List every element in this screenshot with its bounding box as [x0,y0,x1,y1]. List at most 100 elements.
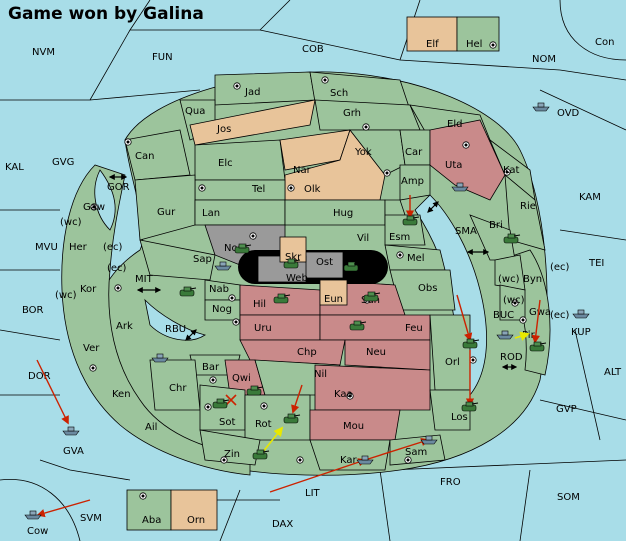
svg-text:(ec): (ec) [550,310,570,321]
svg-text:Kor: Kor [80,284,97,295]
label-nom: NOM [532,54,556,65]
svg-text:Amp: Amp [401,176,424,187]
svg-text:Bar: Bar [202,362,220,373]
svg-text:Eun: Eun [324,294,343,305]
label-ovd: OVD [557,108,580,119]
label-cob: COB [302,44,324,55]
svg-text:(wc): (wc) [60,217,82,228]
svg-text:Ver: Ver [83,343,100,354]
svg-text:Her: Her [69,242,88,253]
land-provinces [124,71,546,471]
svg-text:Hil: Hil [253,299,266,310]
svg-text:Qua: Qua [185,106,205,117]
label-fro: FRO [440,477,461,488]
label-fun: FUN [152,52,173,63]
svg-text:Gur: Gur [157,207,176,218]
eun-box [319,279,348,306]
label-bor: BOR [22,305,44,316]
label-nvm: NVM [32,47,55,58]
svg-text:Nor: Nor [224,243,243,254]
svg-text:Aba: Aba [142,515,161,526]
svg-text:(ec): (ec) [103,242,123,253]
svg-text:Nog: Nog [212,304,232,315]
svg-text:Grh: Grh [343,108,361,119]
label-gor: GOR [107,182,130,193]
label-lit: LIT [305,488,321,499]
svg-text:Can: Can [135,151,154,162]
svg-text:Sap: Sap [193,254,212,265]
game-title: Game won by Galina [8,4,204,24]
svg-text:Rie: Rie [520,201,536,212]
label-kup: KUP [571,327,591,338]
svg-text:Skr: Skr [285,252,302,263]
svg-text:Hel: Hel [466,39,482,50]
label-gvp: GVP [556,404,577,415]
svg-text:Bri: Bri [489,220,503,231]
label-con: Con [595,37,614,48]
label-kal: KAL [5,162,24,173]
label-cow: Cow [27,526,48,537]
svg-text:Lan: Lan [202,208,220,219]
svg-text:(wc): (wc) [55,290,77,301]
svg-text:Ken: Ken [112,389,131,400]
svg-text:Vil: Vil [357,233,369,244]
svg-text:Gaw: Gaw [83,202,105,213]
svg-text:Chr: Chr [169,383,187,394]
svg-text:Nab: Nab [209,284,229,295]
label-alt: ALT [604,367,622,378]
label-gvg: GVG [52,157,74,168]
label-gva: GVA [63,446,84,457]
label-mvu: MVU [35,242,58,253]
svg-text:Esm: Esm [389,232,410,243]
svg-text:Neu: Neu [366,347,386,358]
svg-text:Elf: Elf [426,39,439,50]
double-arrow-icon [108,174,518,370]
svg-text:Uta: Uta [445,160,462,171]
svg-text:(wc): (wc) [498,274,520,285]
svg-text:(ec): (ec) [550,262,570,273]
support-arrow-icon [261,331,530,454]
svg-text:Feu: Feu [405,323,423,334]
svg-text:Sot: Sot [219,417,235,428]
svg-text:Rot: Rot [255,419,272,430]
label-rod: ROD [500,352,523,363]
svg-text:Mel: Mel [407,253,425,264]
ost-box [304,251,344,279]
svg-text:Nar: Nar [293,165,312,176]
label-buc: BUC [493,310,514,321]
svg-text:Jad: Jad [244,87,260,98]
svg-text:Gwa: Gwa [529,307,551,318]
label-svm: SVM [80,513,102,524]
label-rbu: RBU [165,324,186,335]
island-north [406,16,500,52]
label-som: SOM [557,492,580,503]
svg-text:Ark: Ark [116,321,133,332]
svg-text:Eld: Eld [447,119,462,130]
svg-text:Los: Los [451,412,468,423]
svg-text:Tel: Tel [251,184,265,195]
svg-text:(wc): (wc) [503,295,525,306]
svg-text:Kaa: Kaa [334,389,353,400]
svg-text:Hug: Hug [333,208,353,219]
skr-box [279,236,307,263]
label-mit: MIT [135,274,154,285]
label-dor: DOR [28,371,51,382]
svg-text:Kar: Kar [340,455,358,466]
province-labels: NVM FUN COB NOM Con OVD KAL GVG GOR KAM … [5,37,622,537]
svg-text:Nil: Nil [314,369,327,380]
svg-text:Jos: Jos [216,124,231,135]
svg-text:Obs: Obs [418,283,437,294]
move-arrow-icon [36,195,541,518]
label-tei: TEI [588,258,604,269]
svg-text:Byn: Byn [523,274,542,285]
svg-text:Orn: Orn [187,515,205,526]
svg-text:Ail: Ail [145,422,157,433]
svg-text:Elc: Elc [218,158,233,169]
svg-text:Car: Car [405,147,423,158]
svg-text:Mou: Mou [343,421,364,432]
svg-text:Yok: Yok [354,147,372,158]
svg-text:(ec): (ec) [107,263,127,274]
svg-text:Kat: Kat [503,165,520,176]
west-arm [61,164,251,476]
